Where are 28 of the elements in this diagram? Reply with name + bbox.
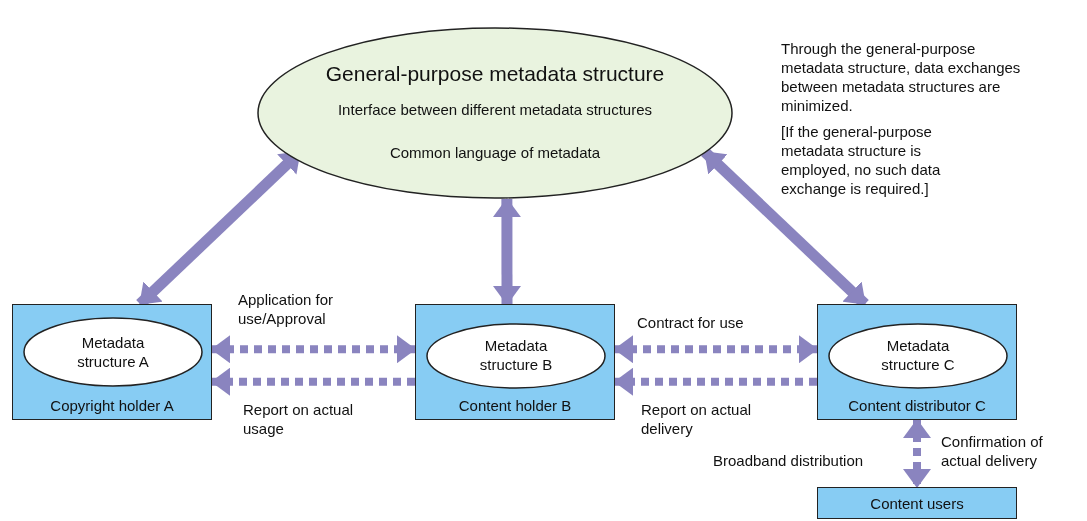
note-text: Confirmation of actual delivery <box>941 432 1044 470</box>
dashed-arrow <box>211 367 415 396</box>
node-text: Metadata structure A <box>76 333 150 371</box>
node-text: Interface between different metadata structures <box>336 100 654 119</box>
process-box <box>817 304 1017 420</box>
edge-label: Contract for use <box>637 313 745 332</box>
node-text: Common language of metadata <box>388 143 602 162</box>
arrow <box>492 198 521 305</box>
note-text: [If the general-purpose metadata structure is employed, no such data exchange is required.] <box>781 122 942 198</box>
node-label: Content distributor C <box>847 396 987 415</box>
dashed-arrow <box>211 335 416 364</box>
dashed-arrow <box>614 367 817 396</box>
process-box <box>415 304 615 420</box>
edge-label: Report on actual usage <box>243 400 355 438</box>
node-text: Metadata structure B <box>478 336 554 374</box>
node-label: Copyright holder A <box>49 396 175 415</box>
node-label: Content users <box>869 494 965 513</box>
node-label: Content holder B <box>457 396 573 415</box>
edge-label: Application for use/Approval <box>238 290 335 328</box>
node-title: General-purpose metadata structure <box>324 61 666 87</box>
edge-label: Report on actual delivery <box>641 400 753 438</box>
dashed-arrow <box>614 335 818 364</box>
process-box <box>12 304 212 420</box>
process-box <box>817 487 1017 519</box>
edge-label: Broadband distribution <box>713 451 865 470</box>
dashed-arrow <box>903 419 931 488</box>
node-text: Metadata structure C <box>880 336 956 374</box>
note-text: Through the general-purpose metadata structure, data exchanges between metadata structures are minimized. <box>781 39 1022 115</box>
